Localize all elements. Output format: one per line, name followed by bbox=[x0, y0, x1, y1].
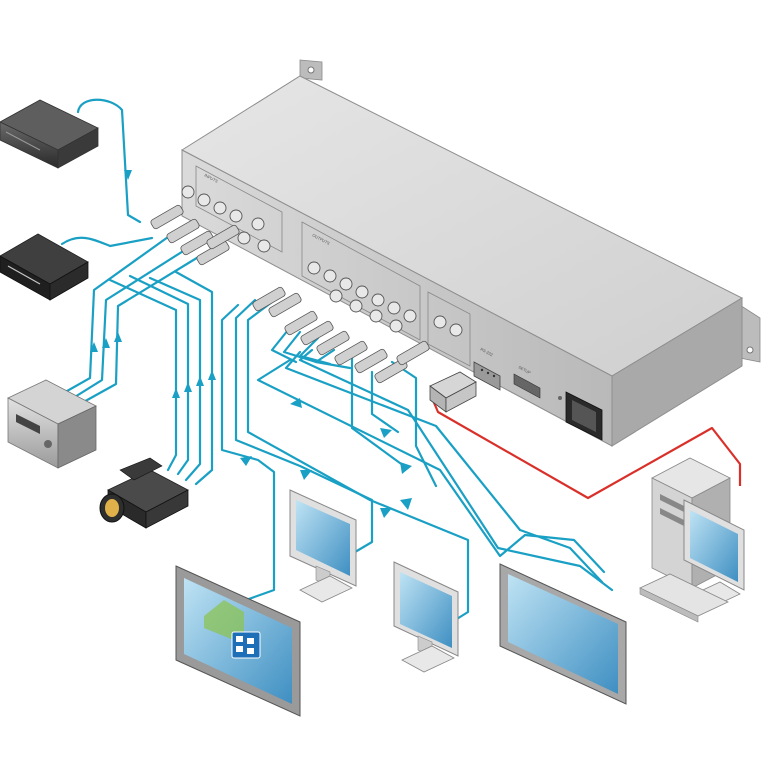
bnc-connector-icon bbox=[339, 277, 353, 291]
cable-receiver-1 bbox=[58, 230, 177, 397]
arrowhead-icon bbox=[196, 376, 204, 386]
bnc-connector-icon bbox=[323, 269, 337, 283]
bnc-connector-icon bbox=[213, 201, 227, 215]
bnc-plug-icon bbox=[316, 330, 350, 356]
rs232-label: RS-232 bbox=[480, 346, 495, 357]
arrowhead-icon bbox=[300, 470, 312, 480]
lcd-monitor-icon bbox=[289, 489, 357, 603]
pc-workstation-icon bbox=[639, 457, 745, 623]
arrowhead-icon bbox=[400, 498, 412, 510]
bnc-plug-icon bbox=[150, 204, 184, 230]
cable-arrowheads bbox=[90, 170, 412, 518]
cable-out-monitor-2 bbox=[246, 300, 470, 624]
bnc-plug-icon bbox=[166, 218, 200, 244]
rs232-control-cable bbox=[430, 397, 742, 500]
cable-camera-4 bbox=[174, 270, 214, 486]
bnc-connector-icon bbox=[349, 299, 363, 313]
inputs-panel-group bbox=[195, 165, 283, 253]
bnc-connector-icon bbox=[251, 217, 265, 231]
video-camera-icon bbox=[99, 457, 189, 529]
cable-arrow-line-2 bbox=[370, 370, 400, 434]
bnc-connector-icon bbox=[229, 209, 243, 223]
arrowhead-icon bbox=[380, 428, 392, 438]
rs232-port bbox=[473, 361, 501, 391]
aux-panel-group bbox=[427, 291, 471, 367]
bnc-plug-icon bbox=[354, 348, 388, 374]
arrowhead-icon bbox=[184, 382, 192, 392]
matrix-switcher-chassis: INPUTS OUTPUTS RS-232 SETUP bbox=[150, 59, 761, 447]
arrowhead-icon bbox=[290, 398, 302, 408]
bnc-plug-icon bbox=[268, 292, 302, 318]
dvd-player-icon bbox=[0, 99, 99, 169]
projector-screen-icon bbox=[175, 565, 301, 717]
cable-arrow-line-3 bbox=[390, 360, 438, 488]
bnc-plug-icon bbox=[300, 320, 334, 346]
bnc-connector-icon bbox=[307, 261, 321, 275]
bnc-connector-icon bbox=[197, 193, 211, 207]
db9-plug-icon bbox=[429, 371, 477, 413]
cable-out-wide-b bbox=[284, 350, 604, 584]
lcd-monitor-icon bbox=[393, 561, 459, 673]
outputs-panel-group bbox=[301, 221, 421, 341]
arrowhead-icon bbox=[124, 170, 132, 180]
cable-arrow-line-1 bbox=[350, 346, 406, 468]
bnc-connector-icon bbox=[433, 315, 447, 329]
bnc-connector-icon bbox=[389, 319, 403, 333]
bnc-connector-icon bbox=[403, 309, 417, 323]
cable-receiver-2 bbox=[68, 246, 190, 402]
inputs-label: INPUTS bbox=[204, 172, 220, 183]
bnc-connector-icon bbox=[237, 231, 251, 245]
cable-fan-4 bbox=[314, 348, 352, 370]
cable-out-wide bbox=[256, 358, 606, 574]
cable-fan-1 bbox=[270, 328, 298, 364]
bnc-connector-icon bbox=[387, 301, 401, 315]
bnc-plug-icon bbox=[180, 230, 214, 256]
setup-label: SETUP bbox=[518, 364, 532, 375]
arrowhead-icon bbox=[240, 456, 252, 466]
bnc-connector-icon bbox=[257, 239, 271, 253]
cable-out-monitor-1 bbox=[234, 298, 374, 557]
media-player-icon bbox=[0, 233, 89, 301]
chassis-side bbox=[611, 297, 743, 447]
cable-dvd-input bbox=[76, 98, 142, 224]
bnc-connector-icon bbox=[371, 293, 385, 307]
bnc-plug-icon bbox=[284, 310, 318, 336]
bnc-plug-icon bbox=[396, 340, 430, 366]
cable-fan-3 bbox=[298, 336, 332, 366]
arrowhead-icon bbox=[380, 508, 392, 518]
input-bnc-connectors bbox=[181, 185, 271, 253]
arrowhead-icon bbox=[102, 338, 110, 348]
cable-fan-2 bbox=[282, 330, 318, 364]
app-tile-icon bbox=[231, 631, 261, 659]
av-receiver-icon bbox=[7, 379, 97, 469]
arrowhead-icon bbox=[208, 370, 216, 380]
arrowhead-icon bbox=[114, 332, 122, 342]
arrowhead-icon bbox=[90, 342, 98, 352]
cable-media-input bbox=[60, 236, 154, 248]
widescreen-display-icon bbox=[499, 563, 627, 705]
bnc-plug-icon bbox=[206, 224, 240, 250]
setup-dip-switch bbox=[513, 373, 541, 399]
arrowhead-icon bbox=[172, 388, 180, 398]
bnc-plug-icon bbox=[334, 340, 368, 366]
arrowhead-icon bbox=[400, 462, 412, 474]
power-inlet-icon bbox=[558, 391, 603, 441]
output-bnc-connectors bbox=[307, 261, 463, 337]
cable-camera-2 bbox=[128, 274, 190, 476]
bnc-connector-icon bbox=[355, 285, 369, 299]
video-cables bbox=[58, 98, 614, 624]
bnc-connector-icon bbox=[449, 323, 463, 337]
cable-camera-1 bbox=[108, 278, 178, 472]
bnc-connector-icon bbox=[181, 185, 195, 199]
bnc-connector-icon bbox=[329, 289, 343, 303]
bnc-connector-icon bbox=[369, 309, 383, 323]
bnc-plug-icon bbox=[252, 286, 286, 312]
cable-plug-heads bbox=[150, 204, 430, 384]
cable-out-projector bbox=[220, 303, 276, 602]
